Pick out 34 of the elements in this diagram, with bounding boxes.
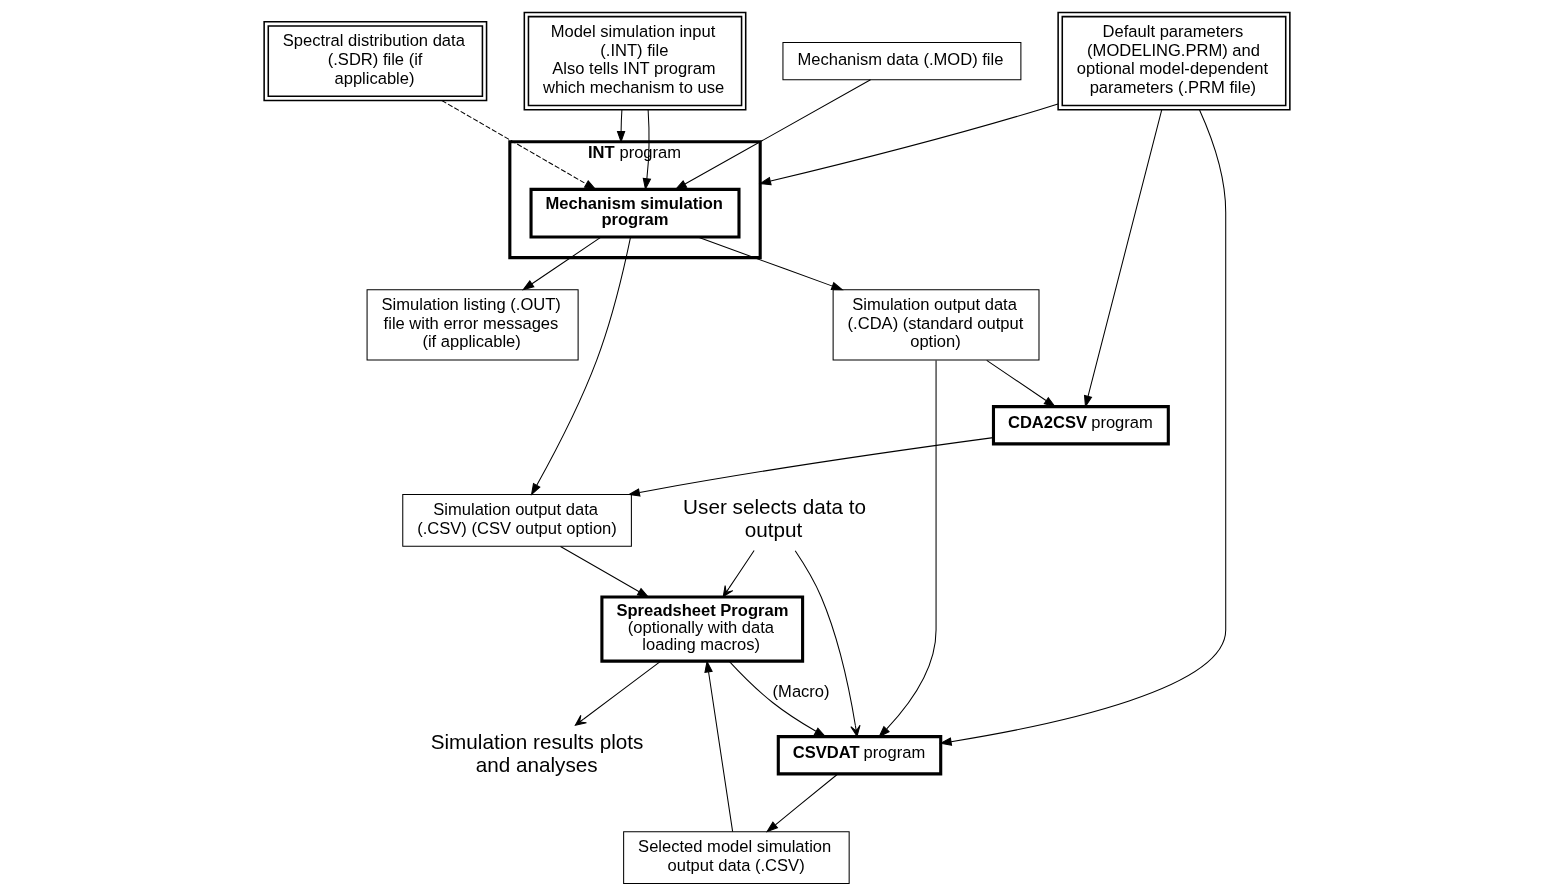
- arrow: [939, 109, 1227, 746]
- node-box: Mechanism simulation program: [529, 187, 741, 239]
- arrow: [704, 660, 734, 833]
- node-box: Simulation output data (.CSV) (CSV output option): [402, 494, 632, 547]
- arrow: [642, 109, 652, 191]
- arrow: [627, 437, 994, 497]
- arrow: [878, 359, 937, 738]
- node-box: Model simulation input (.INT) file Also tells INT program which mechanism to use: [523, 11, 747, 111]
- node-text: Simulation results plots and analyses: [430, 730, 644, 776]
- arrow: [560, 545, 650, 598]
- arrow: [441, 100, 597, 190]
- arrow: [574, 660, 661, 726]
- arrow: [765, 773, 839, 833]
- arrow: [794, 550, 861, 737]
- arrow: [674, 79, 872, 190]
- node-box: Spreadsheet Program (optionally with data loading macros): [600, 595, 805, 663]
- arrow: [758, 103, 1059, 186]
- arrow: [728, 660, 827, 738]
- arrow: [521, 236, 602, 291]
- arrow: [986, 359, 1057, 408]
- arrow: [616, 109, 626, 144]
- node-box: Simulation output data (.CDA) (standard output option): [832, 289, 1040, 361]
- node-text: User selects data to output: [683, 495, 866, 541]
- edge-label: (Macro): [772, 682, 830, 702]
- node-box: CDA2CSV program: [991, 405, 1170, 446]
- node-box: Spectral distribution data (.SDR) file (if applicable): [263, 21, 488, 102]
- node-box: Simulation listing (.OUT) file with error messages (if applicable): [366, 289, 579, 361]
- node-box: Selected model simulation output data (.CSV): [623, 831, 850, 885]
- node-box: Mechanism data (.MOD) file: [782, 41, 1022, 81]
- arrow: [530, 236, 631, 496]
- node-box: Default parameters (MODELING.PRM) and optional model-dependent parameters (.PRM file): [1057, 11, 1291, 111]
- arrow: [1083, 109, 1163, 408]
- node-box: CSVDAT program: [776, 735, 943, 776]
- arrow: [722, 550, 755, 598]
